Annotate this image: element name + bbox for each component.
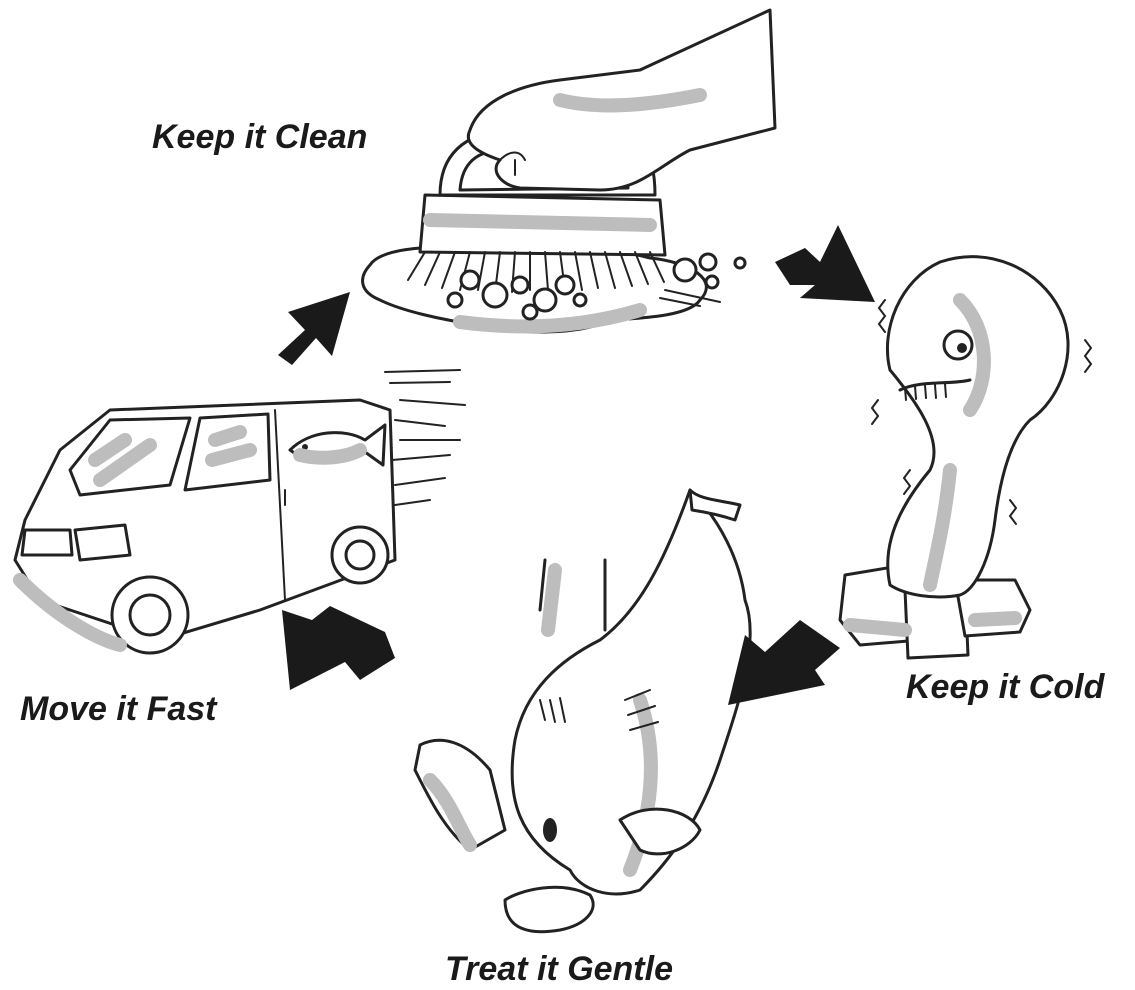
step-label-move-it-fast: Move it Fast: [20, 690, 216, 729]
arrow-to-fast: [282, 606, 395, 690]
arrow-to-clean: [278, 292, 350, 365]
arrow-to-cold: [775, 225, 875, 302]
scrub-brush-illustration: [363, 10, 775, 332]
step-label-keep-it-clean: Keep it Clean: [152, 118, 367, 157]
step-label-treat-it-gentle: Treat it Gentle: [445, 950, 673, 989]
van-illustration: [15, 370, 465, 653]
step-label-keep-it-cold: Keep it Cold: [906, 668, 1104, 707]
gentle-fish-illustration: [415, 490, 750, 932]
cold-fish-illustration: [840, 257, 1091, 658]
